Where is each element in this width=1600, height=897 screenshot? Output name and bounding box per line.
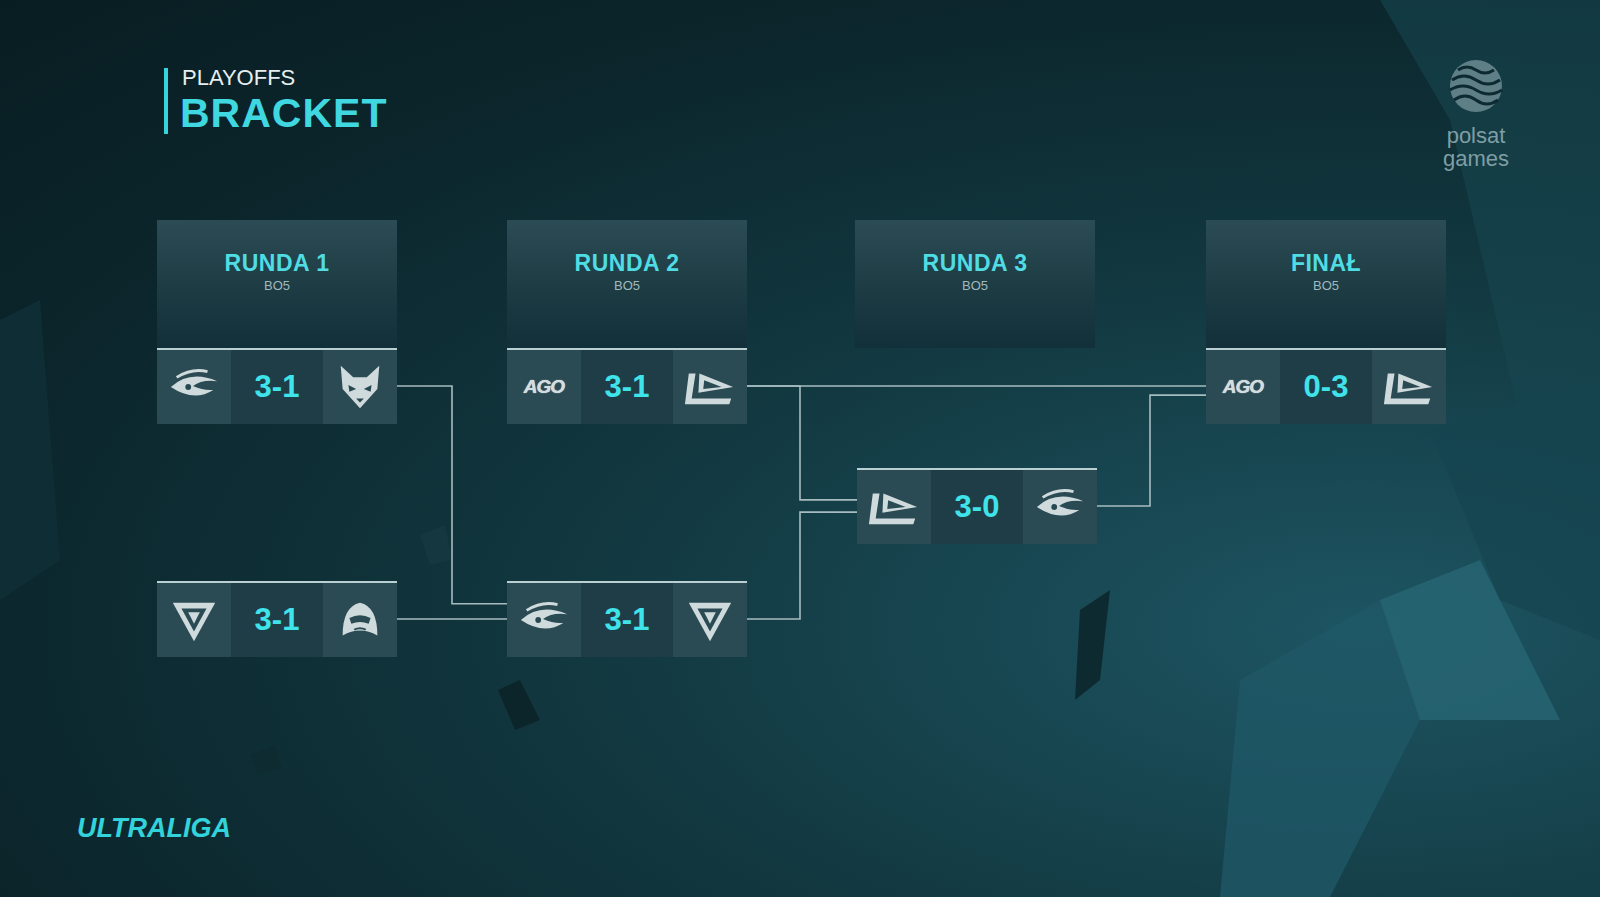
team-logo — [683, 360, 737, 414]
logo-cell — [1023, 470, 1097, 544]
round-name: RUNDA 2 — [575, 250, 680, 277]
shard — [1075, 590, 1110, 700]
team-logo — [867, 480, 921, 534]
score-cell: 3-1 — [231, 583, 323, 657]
score-cell: 3-1 — [581, 583, 673, 657]
logo-cell — [323, 583, 397, 657]
shard — [498, 680, 540, 730]
subtitle: PLAYOFFS — [182, 66, 295, 89]
shard — [1220, 600, 1420, 897]
team-logo — [1033, 480, 1087, 534]
team-logo — [517, 593, 571, 647]
channel-logo-text: polsat games — [1431, 124, 1521, 170]
match-box: 3-1 — [157, 348, 397, 424]
logo-cell — [857, 470, 931, 544]
match-box: 3-1 — [157, 581, 397, 657]
title: BRACKET — [180, 90, 387, 137]
logo-cell — [673, 583, 747, 657]
match-score: 3-1 — [255, 602, 300, 638]
score-cell: 3-1 — [231, 350, 323, 424]
logo-cell — [157, 583, 231, 657]
match-format: BO5 — [962, 278, 988, 293]
title-bar — [164, 68, 168, 134]
polsat-icon — [1450, 60, 1502, 112]
match-score: 3-1 — [255, 369, 300, 405]
score-cell: 3-1 — [581, 350, 673, 424]
logo-cell — [1372, 350, 1446, 424]
team-logo-text: AGO — [524, 376, 564, 398]
match-box: AGO 3-1 — [507, 348, 747, 424]
logo-cell: AGO — [507, 350, 581, 424]
match-box: 3-1 — [507, 581, 747, 657]
logo-cell — [673, 350, 747, 424]
match-score: 3-1 — [605, 369, 650, 405]
round-name: FINAŁ — [1291, 250, 1361, 277]
bracket-connector — [397, 386, 507, 604]
team-logo-text: AGO — [1223, 376, 1263, 398]
bracket-connector — [1097, 395, 1206, 506]
match-format: BO5 — [264, 278, 290, 293]
shard — [0, 300, 60, 600]
match-box: 3-0 — [857, 468, 1097, 544]
bracket-connector — [747, 385, 1206, 387]
team-logo — [683, 593, 737, 647]
shard — [1430, 380, 1600, 640]
logo-cell — [323, 350, 397, 424]
bracket-connector — [397, 618, 507, 620]
match-format: BO5 — [1313, 278, 1339, 293]
bracket-connector — [747, 512, 857, 619]
score-cell: 3-0 — [931, 470, 1023, 544]
team-logo — [167, 360, 221, 414]
league-logo: ULTRALIGA — [77, 814, 231, 842]
round-header: RUNDA 1BO5 — [157, 220, 397, 348]
logo-cell — [507, 583, 581, 657]
shard — [420, 525, 452, 565]
round-name: RUNDA 1 — [225, 250, 330, 277]
bracket-connector — [747, 386, 857, 500]
shard — [250, 745, 282, 775]
logo-cell — [157, 350, 231, 424]
round-header: FINAŁBO5 — [1206, 220, 1446, 348]
round-header: RUNDA 3BO5 — [855, 220, 1095, 348]
team-logo — [1382, 360, 1436, 414]
match-format: BO5 — [614, 278, 640, 293]
round-name: RUNDA 3 — [923, 250, 1028, 277]
match-score: 0-3 — [1304, 369, 1349, 405]
score-cell: 0-3 — [1280, 350, 1372, 424]
match-score: 3-0 — [955, 489, 1000, 525]
round-header: RUNDA 2BO5 — [507, 220, 747, 348]
team-logo — [167, 593, 221, 647]
team-logo — [333, 593, 387, 647]
team-logo — [333, 360, 387, 414]
match-score: 3-1 — [605, 602, 650, 638]
match-box: AGO 0-3 — [1206, 348, 1446, 424]
logo-cell: AGO — [1206, 350, 1280, 424]
